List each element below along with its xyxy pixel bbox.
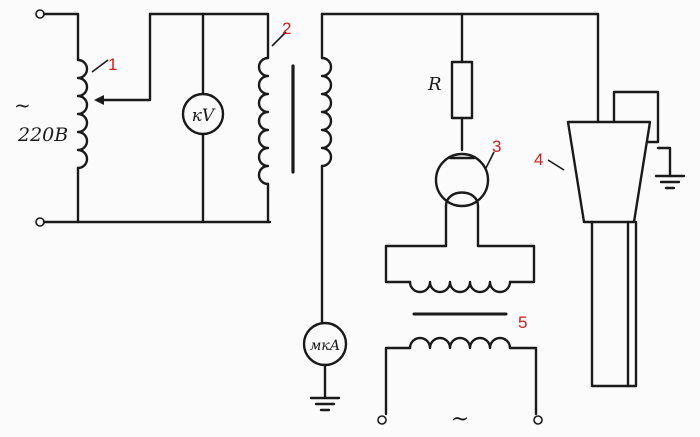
- bushing-stem: [590, 220, 638, 388]
- tube-envelope: [434, 152, 490, 208]
- wire-filament-left: [384, 244, 448, 284]
- resistor-label: R: [427, 74, 442, 95]
- ac-symbol: ~: [451, 407, 469, 432]
- wire-supply-top: [42, 12, 80, 62]
- microammeter: мкА: [302, 321, 348, 412]
- wire-filament-right: [476, 244, 536, 284]
- terminal-ac-left: [377, 415, 387, 425]
- callouts: 1 2 3 4 5: [108, 19, 543, 332]
- leader-1: [91, 59, 109, 73]
- supply-input: ~ 220В: [14, 9, 272, 227]
- ground-symbol-meter: [309, 396, 341, 412]
- filament-transformer-5: ~: [377, 244, 543, 432]
- supply-symbol: ~: [14, 93, 31, 117]
- primary-winding: [257, 56, 270, 186]
- kilovoltmeter-label: кV: [192, 106, 216, 126]
- leader-2: [271, 31, 287, 47]
- autotransformer-coil: [76, 58, 89, 170]
- callout-3: 3: [492, 137, 501, 156]
- callout-2: 2: [282, 19, 291, 38]
- wire-primary-left: [384, 346, 412, 416]
- autotransformer-1: [76, 12, 152, 224]
- filament-primary-winding: [408, 336, 512, 350]
- bushing-body: [566, 120, 652, 224]
- kenotron-tube-3: [434, 151, 495, 248]
- terminal-ac-right: [533, 415, 543, 425]
- callout-4: 4: [534, 150, 543, 169]
- tube-filament-leads: [444, 204, 480, 248]
- kilovoltmeter-circle: [181, 92, 225, 136]
- leader-3: [485, 151, 495, 169]
- test-bushing-4: [547, 90, 686, 388]
- wire-ground-bushing: [656, 146, 672, 178]
- ground-symbol-bushing: [654, 174, 686, 190]
- hv-bus: R: [320, 12, 600, 152]
- wire-top-bus: [320, 12, 600, 124]
- tube-filament: [444, 191, 480, 208]
- bushing-top-loop: [612, 90, 660, 144]
- filament-secondary-winding: [408, 280, 512, 294]
- callout-1: 1: [108, 55, 117, 74]
- wiper-arrow: [94, 95, 104, 105]
- wire-primary-top: [148, 12, 270, 60]
- kilovoltmeter: кV: [148, 12, 270, 224]
- hv-transformer-2: [257, 12, 333, 324]
- microammeter-label: мкА: [310, 338, 341, 354]
- supply-voltage-label: 220В: [17, 124, 68, 146]
- wire-wiper: [100, 12, 152, 102]
- callout-5: 5: [518, 313, 527, 332]
- wire-primary-right: [508, 346, 538, 416]
- secondary-winding: [320, 56, 333, 168]
- leader-4: [547, 159, 565, 171]
- resistor-r: [450, 60, 474, 120]
